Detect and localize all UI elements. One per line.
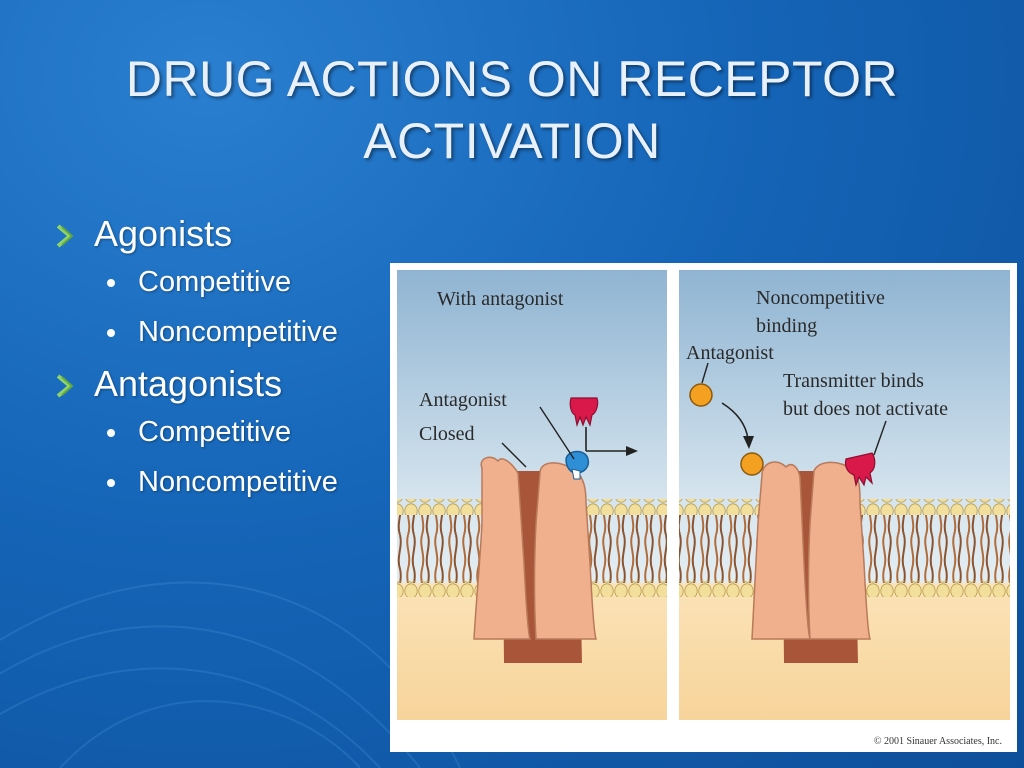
bullet-list: Agonists Competitive Noncompetitive Anta… [52, 212, 382, 512]
arrow-head-icon [626, 446, 638, 456]
chevron-right-icon [56, 374, 74, 398]
binding-arrow-line [721, 402, 749, 440]
bound-transmitter-icon [844, 452, 876, 488]
slide-title: DRUG ACTIONS ON RECEPTOR ACTIVATION [0, 48, 1024, 172]
receptor-figure: With antagonist Antagonist Closed [390, 263, 1017, 752]
left-panel: With antagonist Antagonist Closed [397, 270, 667, 720]
left-label-antagonist: Antagonist [419, 389, 507, 411]
receptor-channel-closed [473, 456, 598, 663]
sub-bullet-antagonists-noncompetitive: Noncompetitive [52, 462, 382, 502]
bullet-dot-icon [107, 429, 115, 437]
sub-bullet-agonists-noncompetitive: Noncompetitive [52, 312, 382, 352]
sub-bullet-antagonists-competitive: Competitive [52, 412, 382, 452]
bullet-antagonists: Antagonists [52, 362, 382, 406]
sub-bullet-label: Competitive [138, 416, 292, 448]
sub-bullet-agonists-competitive: Competitive [52, 262, 382, 302]
receptor-diagram: With antagonist Antagonist Closed [397, 270, 1010, 747]
leader-line [539, 406, 575, 460]
bullet-dot-icon [107, 479, 115, 487]
right-panel: Noncompetitive binding Antagonist Transm… [679, 270, 1010, 720]
sub-bullet-label: Noncompetitive [138, 316, 338, 348]
bound-antagonist-icon [740, 452, 764, 476]
figure-copyright: © 2001 Sinauer Associates, Inc. [874, 736, 1002, 747]
right-label-antagonist: Antagonist [686, 342, 774, 364]
receptor-channel-blocked [751, 461, 872, 663]
bullet-dot-icon [107, 329, 115, 337]
right-label-transmitter-line-1: Transmitter binds [783, 370, 924, 392]
sub-bullet-label: Competitive [138, 266, 292, 298]
competitive-antagonist-icon [565, 450, 590, 474]
chevron-right-icon [56, 224, 74, 248]
right-panel-heading-line-2: binding [756, 315, 817, 337]
left-panel-heading: With antagonist [437, 288, 564, 310]
transmitter-molecule-icon [569, 397, 599, 428]
left-label-closed: Closed [419, 423, 475, 445]
arrow-head-icon [743, 436, 754, 449]
bullet-antagonists-label: Antagonists [94, 363, 283, 404]
leader-line [701, 362, 709, 384]
bullet-agonists: Agonists [52, 212, 382, 256]
sub-bullet-label: Noncompetitive [138, 466, 338, 498]
free-antagonist-icon [689, 383, 713, 407]
bullet-agonists-label: Agonists [94, 213, 233, 254]
leader-line [873, 420, 887, 456]
bullet-dot-icon [107, 279, 115, 287]
right-panel-heading-line-1: Noncompetitive [756, 287, 885, 309]
slide-title-line-2: ACTIVATION [363, 113, 661, 169]
slide-title-line-1: DRUG ACTIONS ON RECEPTOR [125, 51, 899, 107]
right-label-transmitter-line-2: but does not activate [783, 398, 948, 420]
leader-line [501, 442, 527, 468]
